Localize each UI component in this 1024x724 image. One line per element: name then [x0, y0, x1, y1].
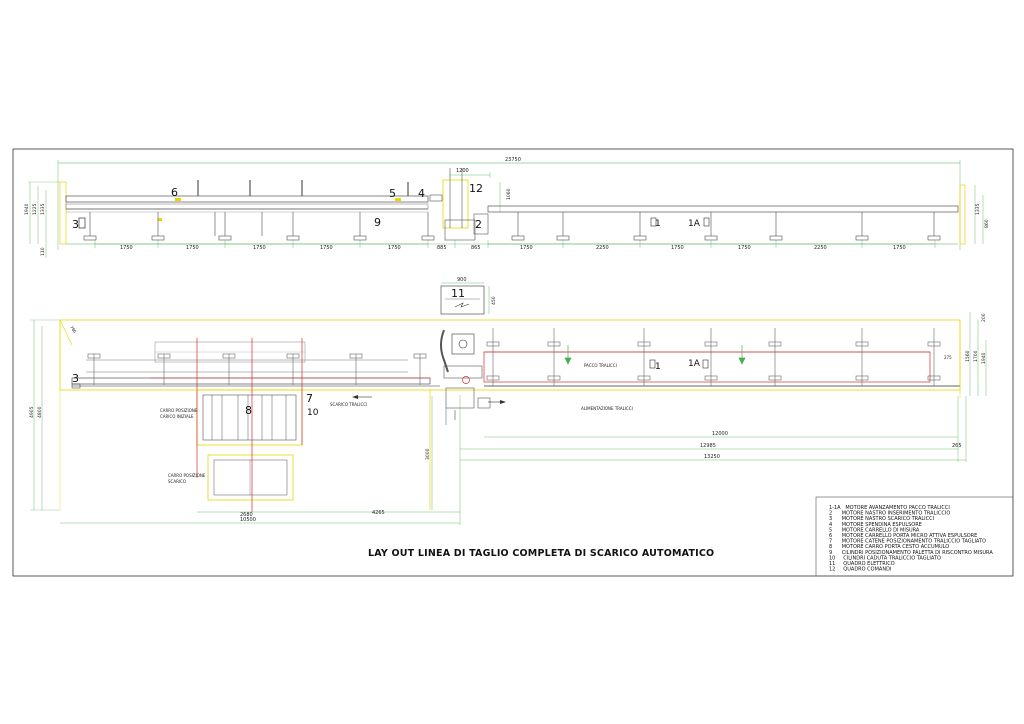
label-12: 12: [469, 182, 483, 195]
dim-h-110: 110: [40, 247, 46, 256]
text-carico-iniziale: CARICO INIZIALE: [160, 414, 194, 419]
dim-span-8: 1750: [520, 245, 533, 251]
dim-span-11: 1750: [738, 245, 751, 251]
dim-overall: 23750: [505, 157, 521, 163]
dim-plan-2680: 2680: [240, 512, 253, 518]
dim-plan-1700: 1700: [973, 350, 979, 362]
dim-plan-10500: 10500: [240, 517, 256, 523]
plan-label-10: 10: [307, 408, 319, 418]
dim-angle: 786: [69, 325, 78, 334]
dim-span-1: 1750: [120, 245, 133, 251]
legend-item: 9 CILINDRI POSIZIONAMENTO PALETTA DI RIS…: [829, 550, 993, 556]
legend-item: 10 CILINDRI CADUTA TRALICCIO TAGLIATO: [829, 555, 941, 561]
dim-plan-1560: 1560: [965, 350, 971, 362]
dim-h-r860: 860: [984, 219, 990, 228]
text-carro-pos2: CARRO POSIZIONE: [168, 473, 206, 478]
dim-span-7: 865: [471, 245, 481, 251]
dim-h-1940: 1940: [24, 203, 30, 215]
legend-item: 12 QUADRO COMANDI: [829, 567, 891, 573]
dim-span-10: 1750: [671, 245, 684, 251]
text-scarico2: SCARICO: [168, 479, 186, 484]
dim-span-4: 1750: [320, 245, 333, 251]
dim-span-2: 1750: [186, 245, 199, 251]
dim-plan-4800: 4800: [37, 406, 43, 418]
dim-plan-13250: 13250: [704, 454, 720, 460]
text-carro-pos: CARRO POSIZIONE: [160, 408, 198, 413]
legend-item: 3 MOTORE NASTRO SCARICO TRALICCI: [829, 516, 934, 522]
legend-rows: 1-1A MOTORE AVANZAMENTO PACCO TRALICCI2 …: [829, 505, 993, 573]
electrical-panel: 900 11 450: [440, 277, 497, 315]
legend-item: 8 MOTORE CARRO PORTA CESTO ACCUMULO: [829, 544, 949, 550]
plan-label-7: 7: [306, 392, 313, 405]
legend-item: 6 MOTORE CARRELLO PORTA MICRO ATTIVA ESP…: [829, 533, 977, 539]
dim-span-5: 1750: [388, 245, 401, 251]
legend-item: 1-1A MOTORE AVANZAMENTO PACCO TRALICCI: [829, 505, 950, 511]
dim-h-1225: 1225: [32, 203, 38, 215]
label-2: 2: [475, 218, 482, 231]
label-4: 4: [418, 187, 425, 200]
plan-label-1a: 1A: [688, 359, 701, 369]
dim-plan-200: 200: [981, 313, 987, 322]
dim-panel-width: 900: [457, 277, 467, 283]
dim-plan-275: 275: [944, 355, 952, 360]
plan-view: 4905 4800 786 3 SCARICO TRALICCI: [29, 312, 987, 525]
label-9: 9: [374, 216, 381, 229]
legend-item: 11 QUADRO ELETTRICO: [829, 561, 895, 567]
dim-plan-265: 265: [952, 443, 962, 449]
text-pacco: PACCO TRALICCI: [584, 363, 617, 368]
legend-box: 1-1A MOTORE AVANZAMENTO PACCO TRALICCI2 …: [815, 496, 1014, 577]
drawing-title: LAY OUT LINEA DI TAGLIO COMPLETA DI SCAR…: [368, 548, 714, 559]
label-1: 1: [655, 219, 661, 229]
dim-span-13: 1750: [893, 245, 906, 251]
legend-item: 2 MOTORE NASTRO INSERIMENTO TRALICCIO: [829, 511, 950, 517]
dim-h-1060: 1060: [506, 188, 512, 200]
dim-plan-12985: 12985: [700, 443, 716, 449]
label-6: 6: [171, 186, 178, 199]
dim-span-9: 2250: [596, 245, 609, 251]
label-3: 3: [72, 218, 79, 231]
elevation-view: 23750 1940 1225 1335 110 1335 860: [24, 157, 990, 258]
label-11: 11: [451, 287, 465, 300]
dim-panel-height: 450: [491, 296, 497, 305]
legend-item: 4 MOTORE SPENDINA ESPULSORE: [829, 522, 922, 528]
sheet-border: [12, 148, 1014, 577]
plan-label-8: 8: [245, 404, 252, 417]
dim-h-1335: 1335: [40, 203, 46, 215]
text-scarico: SCARICO TRALICCI: [330, 402, 367, 407]
dim-span-6: 885: [437, 245, 447, 251]
plan-label-3: 3: [72, 372, 79, 385]
label-1a: 1A: [688, 219, 701, 229]
dim-plan-1940: 1940: [981, 352, 987, 364]
plan-label-1: 1: [655, 362, 661, 372]
dim-span-3: 1750: [253, 245, 266, 251]
dim-plan-12000: 12000: [712, 431, 728, 437]
label-5: 5: [389, 187, 396, 200]
text-alimentazione: ALIMENTAZIONE TRALICCI: [581, 406, 633, 411]
dim-box-width: 1200: [456, 168, 469, 174]
dim-h-r1335: 1335: [975, 203, 981, 215]
legend-item: 5 MOTORE CARRELLO DI MISURA: [829, 527, 920, 533]
legend-item: 7 MOTORE CATENE POSIZIONAMENTO TRALICCIO…: [829, 539, 986, 545]
dim-plan-4265: 4265: [372, 510, 385, 516]
dim-span-12: 2250: [814, 245, 827, 251]
dim-plan-4905: 4905: [29, 406, 35, 418]
dim-plan-3000: 3000: [425, 448, 431, 460]
